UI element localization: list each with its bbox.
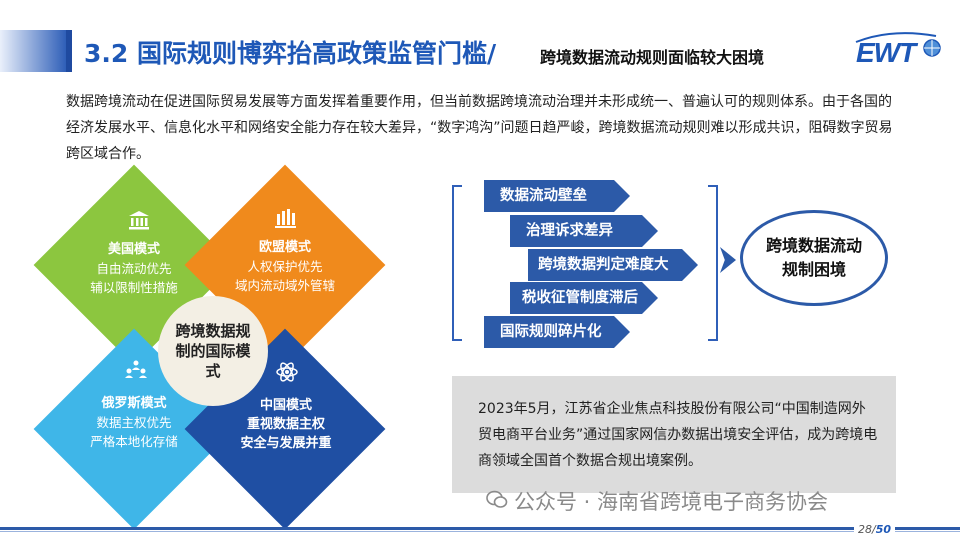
difficulty-tag: 国际规则碎片化 (484, 316, 630, 348)
difficulty-label: 治理诉求差异 (526, 223, 613, 239)
page-title-text: 3.2 国际规则博弈抬高政策监管门槛/ (84, 39, 497, 68)
difficulty-label: 跨境数据判定难度大 (538, 257, 669, 273)
ewt-logo: EWT (852, 28, 944, 68)
china-model-label: 中国模式 重视数据主权 安全与发展并重 (224, 396, 348, 453)
watermark-label: 公众号 · 海南省跨境电子商务协会 (514, 490, 829, 514)
eu-model-label: 欧盟模式 人权保护优先 域内流动域外管辖 (222, 238, 348, 295)
page-subtitle: 跨境数据流动规则面临较大困境 (540, 48, 765, 67)
result-oval: 跨境数据流动规制困境 (740, 210, 888, 306)
footer-line (0, 527, 960, 530)
difficulty-label: 国际规则碎片化 (500, 324, 602, 340)
eu-model-line1: 人权保护优先 (247, 259, 323, 274)
russia-model-line2: 严格本地化存储 (90, 434, 178, 449)
case-text: 2023年5月，江苏省企业焦点科技股份有限公司“中国制造网外贸电商平台业务”通过… (478, 401, 878, 469)
eu-model-title: 欧盟模式 (258, 240, 311, 255)
russia-model-label: 俄罗斯模式 数据主权优先 严格本地化存储 (74, 394, 194, 451)
result-label: 跨境数据流动规制困境 (765, 236, 862, 279)
difficulty-tag: 数据流动壁垒 (484, 180, 630, 212)
center-circle: 跨境数据规制的国际模式 (158, 296, 268, 406)
wechat-icon (486, 490, 508, 510)
russia-model-title: 俄罗斯模式 (101, 396, 167, 411)
chevron-right-icon (720, 247, 736, 273)
page-current: 28 (858, 523, 872, 536)
china-model-line1: 重视数据主权 (246, 417, 325, 432)
right-bracket (708, 185, 718, 341)
usa-model-line1: 自由流动优先 (96, 261, 172, 276)
page-title: 3.2 国际规则博弈抬高政策监管门槛/ (84, 34, 496, 70)
people-icon (123, 360, 149, 384)
bar-chart-icon (274, 208, 296, 232)
difficulty-tag: 跨境数据判定难度大 (528, 249, 698, 281)
russia-model-line1: 数据主权优先 (96, 415, 172, 430)
difficulty-tag: 税收征管制度滞后 (510, 282, 658, 314)
left-bracket (452, 185, 462, 341)
china-model-title: 中国模式 (259, 398, 312, 413)
case-box (452, 376, 896, 493)
usa-model-line2: 辅以限制性措施 (90, 280, 178, 295)
china-model-line2: 安全与发展并重 (240, 436, 332, 451)
header-accent-bar (0, 30, 66, 72)
usa-model-label: 美国模式 自由流动优先 辅以限制性措施 (74, 240, 194, 297)
watermark-text: 公众号 · 海南省跨境电子商务协会 (514, 486, 828, 516)
header-accent-bar-dark (66, 30, 72, 72)
difficulty-label: 税收征管制度滞后 (522, 290, 638, 306)
difficulty-tag: 治理诉求差异 (510, 215, 658, 247)
difficulty-label: 数据流动壁垒 (500, 188, 587, 204)
usa-model-title: 美国模式 (107, 242, 160, 257)
center-circle-label: 跨境数据规制的国际模式 (175, 322, 251, 380)
atom-icon (275, 360, 299, 388)
svg-text:EWT: EWT (856, 37, 919, 68)
footer-line-thin (0, 531, 960, 532)
eu-model-line2: 域内流动域外管辖 (234, 278, 335, 293)
intro-paragraph: 数据跨境流动在促进国际贸易发展等方面发挥着重要作用，但当前数据跨境流动治理并未形… (66, 94, 893, 162)
page-number: 28/50 (854, 523, 896, 536)
page-total: 50 (875, 523, 892, 536)
bank-icon (128, 210, 150, 234)
